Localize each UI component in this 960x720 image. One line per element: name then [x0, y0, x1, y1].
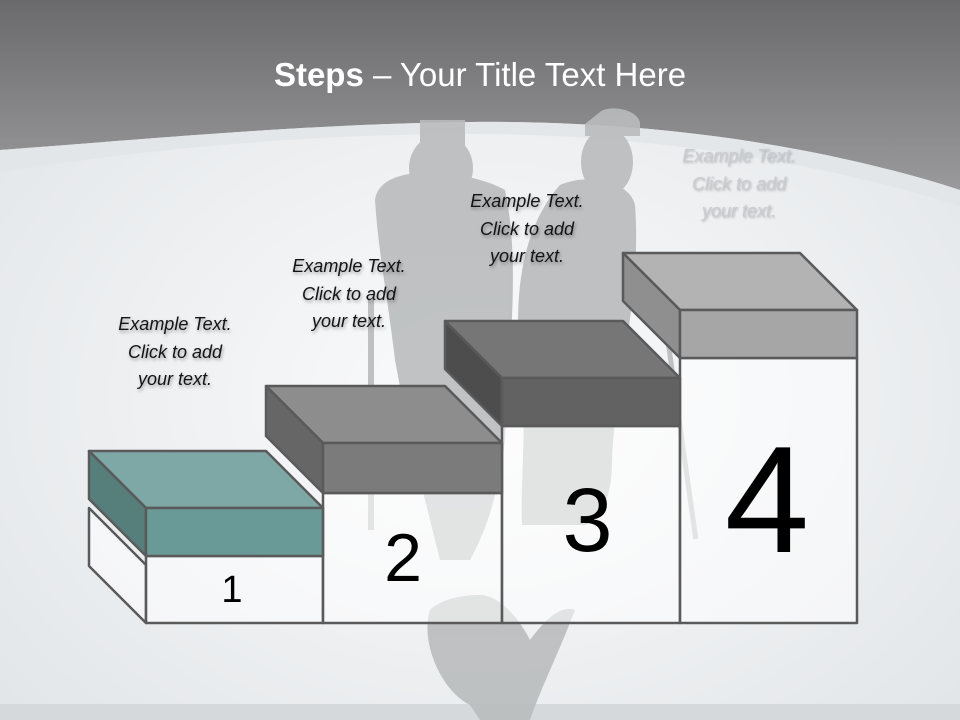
- step-1-caption-line-2: Click to add: [127, 341, 223, 362]
- step-4-number: 4: [724, 415, 810, 585]
- step-2-caption-line-3: your text.: [311, 311, 387, 331]
- slide-title-bold: Steps: [273, 56, 364, 93]
- step-2-number: 2: [384, 520, 422, 596]
- step-2-caption-line-2: Click to add: [301, 283, 397, 304]
- slide-title: Steps – Your Title Text Here: [0, 52, 960, 98]
- step-1-number: 1: [221, 569, 243, 611]
- step-1-caption[interactable]: Example Text. Click to add your text.: [80, 311, 270, 394]
- step-3-caption-line-3: your text.: [489, 246, 565, 266]
- step-blocks: [87, 251, 859, 625]
- step-2-caption[interactable]: Example Text. Click to add your text.: [254, 253, 444, 336]
- step-3-caption-line-1: Example Text.: [470, 191, 584, 211]
- step-1-block-front: [144, 506, 325, 558]
- step-4-caption-line-1: Example Text.: [682, 146, 796, 166]
- step-2-caption-line-1: Example Text.: [292, 256, 406, 276]
- step-3-number: 3: [562, 471, 613, 571]
- step-3-caption[interactable]: Example Text. Click to add your text.: [432, 188, 622, 271]
- step-1-caption-line-1: Example Text.: [118, 314, 232, 334]
- step-2-block-front: [321, 441, 504, 495]
- step-4-caption[interactable]: Example Text. Click to add your text.: [644, 143, 834, 226]
- step-1-caption-line-3: your text.: [137, 369, 213, 389]
- slide-title-rest: – Your Title Text Here: [363, 56, 687, 93]
- step-4-caption-line-2: Click to add: [691, 173, 787, 194]
- step-4-caption-line-3: your text.: [701, 201, 777, 221]
- step-3-block-front: [500, 376, 682, 428]
- step-3-caption-line-2: Click to add: [479, 218, 575, 239]
- step-4-block-front: [678, 308, 859, 360]
